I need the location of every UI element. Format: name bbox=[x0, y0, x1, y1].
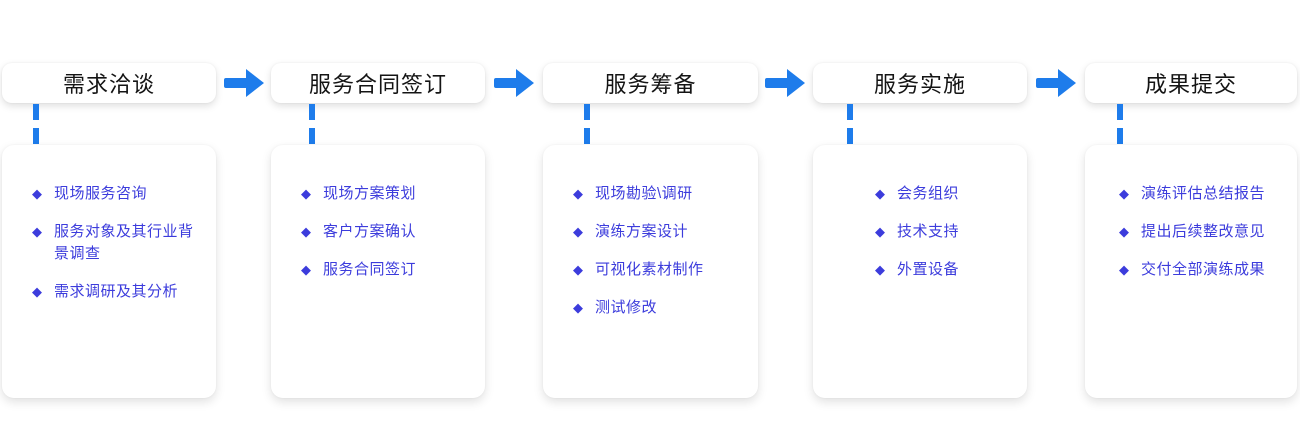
diamond-bullet-icon: ◆ bbox=[32, 224, 42, 239]
dashed-connector bbox=[1117, 104, 1123, 148]
list-item: ◆ 可视化素材制作 bbox=[573, 259, 736, 281]
stage-column-2: 服务合同签订 ◆ 现场方案策划 ◆ 客户方案确认 ◆ 服务合同签订 bbox=[271, 0, 485, 438]
stage-column-5: 成果提交 ◆ 演练评估总结报告 ◆ 提出后续整改意见 ◆ 交付全部演练成果 bbox=[1085, 0, 1297, 438]
diamond-bullet-icon: ◆ bbox=[875, 186, 885, 201]
list-item: ◆ 测试修改 bbox=[573, 297, 736, 319]
list-item: ◆ 演练评估总结报告 bbox=[1119, 183, 1287, 205]
stage-card-3: ◆ 现场勘验\调研 ◆ 演练方案设计 ◆ 可视化素材制作 ◆ 测试修改 bbox=[543, 145, 758, 398]
diamond-bullet-icon: ◆ bbox=[875, 224, 885, 239]
list-item: ◆ 提出后续整改意见 bbox=[1119, 221, 1287, 243]
list-item-label: 可视化素材制作 bbox=[595, 261, 704, 278]
diamond-bullet-icon: ◆ bbox=[573, 262, 583, 277]
list-item: ◆ 服务合同签订 bbox=[301, 259, 463, 281]
dashed-connector bbox=[584, 104, 590, 148]
stage-header-4: 服务实施 bbox=[813, 63, 1027, 103]
stage-item-list: ◆ 会务组织 ◆ 技术支持 ◆ 外置设备 bbox=[875, 183, 1005, 281]
list-item-label: 现场方案策划 bbox=[323, 185, 417, 202]
diamond-bullet-icon: ◆ bbox=[875, 262, 885, 277]
list-item: ◆ 交付全部演练成果 bbox=[1119, 259, 1287, 281]
right-arrow-icon bbox=[494, 69, 534, 97]
list-item-label: 技术支持 bbox=[897, 223, 960, 240]
stage-column-1: 需求洽谈 ◆ 现场服务咨询 ◆ 服务对象及其行业背景调查 ◆ 需求调研及其分析 bbox=[2, 0, 216, 438]
diamond-bullet-icon: ◆ bbox=[573, 300, 583, 315]
stage-header-3: 服务筹备 bbox=[543, 63, 758, 103]
list-item-label: 交付全部演练成果 bbox=[1141, 261, 1266, 278]
stage-column-4: 服务实施 ◆ 会务组织 ◆ 技术支持 ◆ 外置设备 bbox=[813, 0, 1027, 438]
list-item: ◆ 现场方案策划 bbox=[301, 183, 463, 205]
stage-card-2: ◆ 现场方案策划 ◆ 客户方案确认 ◆ 服务合同签订 bbox=[271, 145, 485, 398]
diamond-bullet-icon: ◆ bbox=[1119, 186, 1129, 201]
list-item: ◆ 演练方案设计 bbox=[573, 221, 736, 243]
list-item: ◆ 会务组织 bbox=[875, 183, 1005, 205]
stage-title: 服务合同签订 bbox=[308, 72, 447, 97]
list-item-label: 提出后续整改意见 bbox=[1141, 223, 1266, 240]
diamond-bullet-icon: ◆ bbox=[1119, 262, 1129, 277]
diamond-bullet-icon: ◆ bbox=[301, 224, 311, 239]
right-arrow-icon bbox=[1036, 69, 1076, 97]
list-item: ◆ 现场服务咨询 bbox=[32, 183, 194, 205]
list-item-label: 外置设备 bbox=[897, 261, 960, 278]
list-item-label: 演练评估总结报告 bbox=[1141, 185, 1266, 202]
stage-title: 服务筹备 bbox=[604, 72, 697, 97]
list-item-label: 演练方案设计 bbox=[595, 223, 689, 240]
list-item-label: 现场服务咨询 bbox=[54, 185, 148, 202]
stage-item-list: ◆ 现场服务咨询 ◆ 服务对象及其行业背景调查 ◆ 需求调研及其分析 bbox=[32, 183, 194, 303]
right-arrow-icon bbox=[765, 69, 805, 97]
list-item: ◆ 需求调研及其分析 bbox=[32, 281, 194, 303]
stage-column-3: 服务筹备 ◆ 现场勘验\调研 ◆ 演练方案设计 ◆ 可视化素材制作 ◆ bbox=[543, 0, 758, 438]
list-item: ◆ 服务对象及其行业背景调查 bbox=[32, 221, 194, 265]
stage-header-1: 需求洽谈 bbox=[2, 63, 216, 103]
stage-title: 成果提交 bbox=[1144, 72, 1237, 97]
dashed-connector bbox=[309, 104, 315, 148]
dashed-connector bbox=[847, 104, 853, 148]
diamond-bullet-icon: ◆ bbox=[301, 186, 311, 201]
stage-title: 需求洽谈 bbox=[62, 72, 155, 97]
right-arrow-icon bbox=[224, 69, 264, 97]
stage-card-5: ◆ 演练评估总结报告 ◆ 提出后续整改意见 ◆ 交付全部演练成果 bbox=[1085, 145, 1297, 398]
stage-header-5: 成果提交 bbox=[1085, 63, 1297, 103]
list-item: ◆ 技术支持 bbox=[875, 221, 1005, 243]
diamond-bullet-icon: ◆ bbox=[573, 224, 583, 239]
dashed-connector bbox=[33, 104, 39, 148]
diamond-bullet-icon: ◆ bbox=[1119, 224, 1129, 239]
diamond-bullet-icon: ◆ bbox=[32, 284, 42, 299]
list-item-label: 需求调研及其分析 bbox=[54, 283, 179, 300]
stage-card-4: ◆ 会务组织 ◆ 技术支持 ◆ 外置设备 bbox=[813, 145, 1027, 398]
diamond-bullet-icon: ◆ bbox=[301, 262, 311, 277]
list-item-label: 现场勘验\调研 bbox=[595, 185, 693, 202]
list-item-label: 测试修改 bbox=[595, 299, 658, 316]
diamond-bullet-icon: ◆ bbox=[32, 186, 42, 201]
list-item-label: 会务组织 bbox=[897, 185, 960, 202]
stage-item-list: ◆ 现场勘验\调研 ◆ 演练方案设计 ◆ 可视化素材制作 ◆ 测试修改 bbox=[573, 183, 736, 319]
list-item: ◆ 客户方案确认 bbox=[301, 221, 463, 243]
stage-card-1: ◆ 现场服务咨询 ◆ 服务对象及其行业背景调查 ◆ 需求调研及其分析 bbox=[2, 145, 216, 398]
stage-item-list: ◆ 现场方案策划 ◆ 客户方案确认 ◆ 服务合同签订 bbox=[301, 183, 463, 281]
list-item-label: 服务合同签订 bbox=[323, 261, 417, 278]
stage-header-2: 服务合同签订 bbox=[271, 63, 485, 103]
list-item: ◆ 现场勘验\调研 bbox=[573, 183, 736, 205]
stage-title: 服务实施 bbox=[873, 72, 966, 97]
list-item-label: 客户方案确认 bbox=[323, 223, 417, 240]
stage-item-list: ◆ 演练评估总结报告 ◆ 提出后续整改意见 ◆ 交付全部演练成果 bbox=[1119, 183, 1287, 281]
list-item-label: 服务对象及其行业背景调查 bbox=[54, 223, 194, 262]
diamond-bullet-icon: ◆ bbox=[573, 186, 583, 201]
list-item: ◆ 外置设备 bbox=[875, 259, 1005, 281]
